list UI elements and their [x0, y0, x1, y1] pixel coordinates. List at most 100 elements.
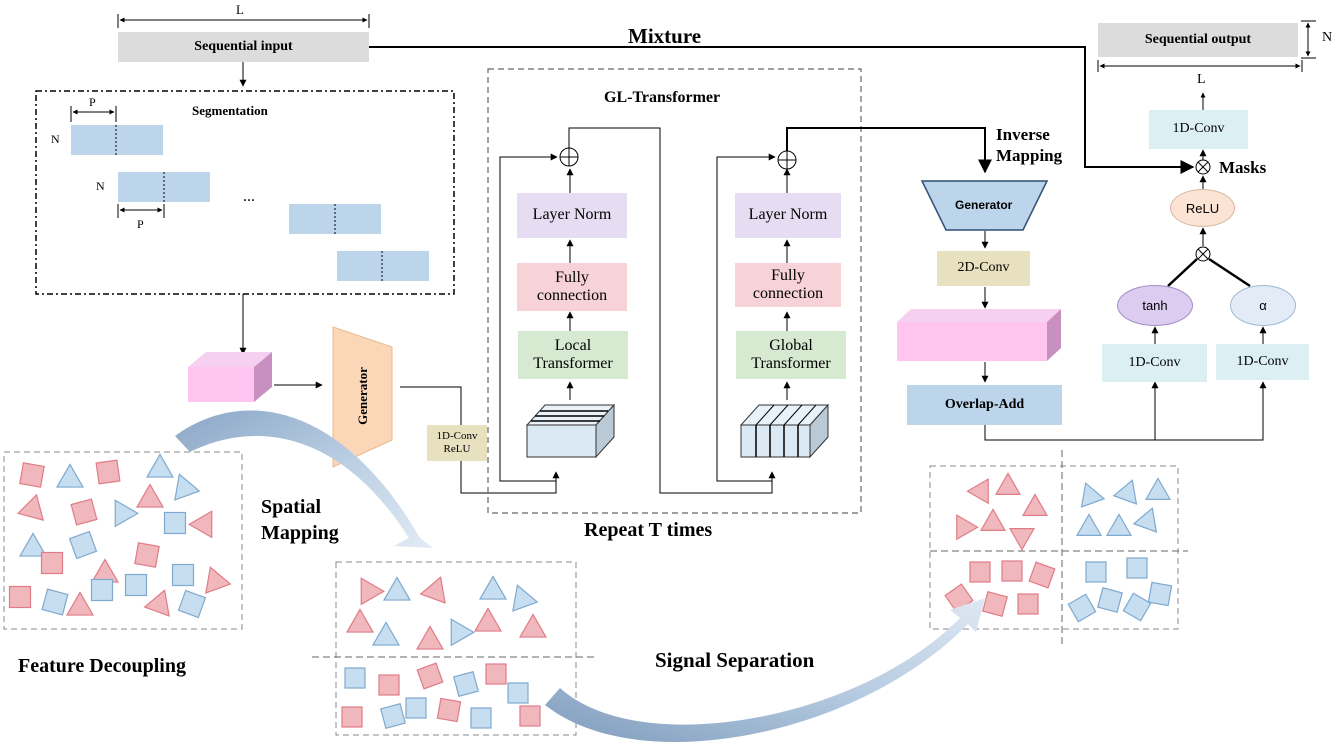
signal-separation-panel — [929, 465, 1179, 630]
red-triangle-mark — [1008, 528, 1036, 551]
blue-triangle-mark — [55, 463, 85, 488]
red-triangle-mark — [188, 510, 213, 539]
generator-left-shape — [332, 326, 393, 468]
generator-left-label: Generator — [355, 367, 370, 425]
gl-transformer-title: GL-Transformer — [604, 89, 721, 106]
conv-top-box: 1D-Conv — [1149, 110, 1248, 149]
blue-square-mark — [124, 573, 148, 597]
alpha-node: α — [1230, 285, 1296, 326]
local-fully-connection-box: Fully connection — [517, 263, 627, 311]
segment-p-top-label: P — [89, 95, 96, 109]
repeat-t-times-label: Repeat T times — [584, 519, 713, 541]
conv-to-local-transformer-arrow — [460, 461, 560, 494]
conv-right-box: 1D-Conv — [1216, 344, 1309, 380]
blue-triangle-mark — [114, 499, 139, 528]
blue-square-mark — [1147, 581, 1173, 607]
feature-tensor-cube — [188, 352, 272, 402]
red-triangle-mark — [205, 566, 232, 594]
feature-decoupling-panel — [3, 451, 243, 630]
blue-square-mark — [68, 530, 98, 560]
red-square-mark — [436, 697, 462, 723]
red-triangle-mark — [143, 589, 170, 617]
conv2d-box: 2D-Conv — [937, 251, 1030, 286]
blue-square-mark — [1122, 592, 1152, 622]
blue-triangle-mark — [145, 453, 175, 478]
gl-transformer-box — [487, 68, 862, 514]
segment-blocks — [71, 125, 429, 281]
blue-square-mark — [1126, 557, 1148, 579]
conv-relu-box: 1D-Conv ReLU — [427, 425, 487, 461]
red-square-mark — [70, 498, 98, 526]
output-dimensions — [1097, 20, 1316, 72]
blue-triangle-mark — [18, 532, 48, 557]
overlapadd-to-mask-connectors — [984, 92, 1267, 441]
input-length-dimension — [117, 14, 370, 28]
spatial-mapping-panel — [335, 561, 577, 736]
generator-to-conv-line — [400, 386, 462, 425]
red-square-mark — [1028, 561, 1056, 589]
blue-triangle-mark — [1105, 513, 1133, 536]
red-triangle-mark — [415, 625, 445, 650]
red-triangle-mark — [994, 472, 1022, 495]
conv-relu-line1: 1D-Conv — [436, 430, 478, 443]
sequential-input-box: Sequential input — [118, 32, 369, 62]
blue-square-mark — [344, 667, 366, 689]
blue-square-mark — [1097, 587, 1123, 613]
red-triangle-mark — [956, 514, 979, 541]
blue-triangle-mark — [512, 584, 539, 612]
red-triangle-mark — [473, 607, 503, 632]
spatial-mapping-label: Spatial Mapping — [261, 496, 339, 544]
segmentation-box — [35, 90, 455, 295]
spatial-mapping-arrow — [175, 410, 433, 548]
local-transformer-block — [525, 403, 616, 459]
red-square-mark — [341, 706, 363, 728]
red-triangle-mark — [518, 613, 548, 638]
red-triangle-mark — [1021, 493, 1049, 516]
red-square-mark — [8, 585, 32, 609]
blue-square-mark — [177, 589, 207, 619]
segmentation-title: Segmentation — [192, 103, 268, 118]
global-branch-arrows — [716, 127, 992, 482]
blue-square-mark — [163, 511, 187, 535]
blue-square-mark — [1067, 593, 1097, 623]
red-square-mark — [982, 591, 1008, 617]
red-square-mark — [19, 462, 45, 488]
conv-left-box: 1D-Conv — [1102, 344, 1207, 382]
blue-square-mark — [453, 671, 479, 697]
output-n-label: N — [1322, 30, 1333, 45]
mixture-connector — [369, 46, 1195, 174]
red-triangle-mark — [135, 483, 165, 508]
feature-decoupling-label: Feature Decoupling — [18, 655, 186, 677]
sequential-output-box: Sequential output — [1098, 23, 1298, 57]
shape-panels — [3, 450, 1188, 736]
blue-square-mark — [90, 578, 114, 602]
local-transformer-box: Local Transformer — [518, 331, 628, 379]
blue-triangle-mark — [450, 618, 475, 647]
blue-triangle-mark — [1075, 513, 1103, 536]
red-square-mark — [519, 705, 541, 727]
segment-p-bottom-label: P — [137, 217, 144, 231]
input-length-label: L — [236, 2, 244, 17]
red-square-mark — [1001, 560, 1023, 582]
blue-triangle-mark — [1132, 507, 1158, 533]
global-layer-norm-box: Layer Norm — [735, 193, 841, 238]
blue-triangle-mark — [1112, 479, 1138, 505]
red-square-mark — [40, 551, 64, 575]
separated-tensor-cubes — [897, 309, 1061, 361]
segment-n2-label: N — [96, 179, 105, 193]
red-triangle-mark — [65, 591, 95, 616]
tanh-node: tanh — [1117, 285, 1193, 326]
blue-triangle-mark — [1080, 482, 1106, 508]
red-triangle-mark — [979, 508, 1007, 531]
red-triangle-mark — [360, 577, 385, 606]
blue-square-mark — [41, 588, 69, 616]
blue-triangle-mark — [371, 621, 401, 646]
overlap-add-box: Overlap-Add — [907, 385, 1062, 425]
local-layer-norm-box: Layer Norm — [517, 193, 627, 238]
red-square-mark — [1017, 593, 1039, 615]
red-triangle-mark — [16, 493, 45, 521]
global-fully-connection-box: Fully connection — [735, 263, 841, 307]
masks-label: Masks — [1219, 158, 1267, 177]
blue-square-mark — [470, 707, 492, 729]
